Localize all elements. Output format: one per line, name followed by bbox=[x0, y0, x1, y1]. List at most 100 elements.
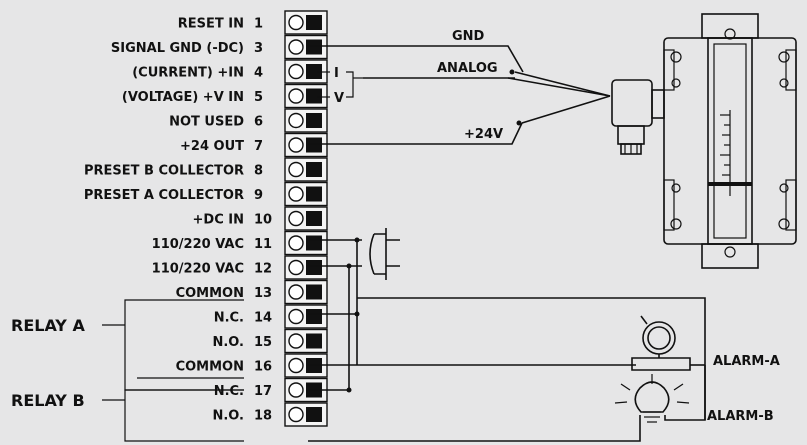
terminal-screw-icon bbox=[288, 284, 304, 300]
terminal-clamp-icon bbox=[306, 186, 322, 202]
terminal-label: N.O. bbox=[212, 335, 244, 350]
terminal-number: 10 bbox=[254, 213, 272, 228]
terminal-clamp-icon bbox=[306, 39, 322, 55]
terminal-clamp-icon bbox=[306, 235, 322, 251]
terminal-screw-icon bbox=[288, 308, 304, 325]
terminal-clamp-icon bbox=[306, 211, 322, 226]
terminal-number: 5 bbox=[254, 90, 263, 105]
terminal-row: COMMON 13 bbox=[176, 279, 328, 305]
terminal-screw-icon bbox=[288, 333, 304, 349]
terminal-clamp-icon bbox=[306, 260, 322, 275]
terminal-screw-icon bbox=[288, 382, 304, 398]
terminal-row: SIGNAL GND (-DC) 3 bbox=[111, 34, 328, 60]
terminal-row: 110/220 VAC 12 bbox=[152, 255, 328, 280]
alarm-bell-icon bbox=[631, 315, 691, 371]
terminal-screw-icon bbox=[288, 88, 304, 104]
terminal-clamp-icon bbox=[306, 162, 322, 177]
terminal-number: 7 bbox=[254, 139, 263, 154]
flow-meter-icon bbox=[611, 13, 797, 269]
terminal-label: COMMON bbox=[176, 360, 244, 375]
current-mode-label: I bbox=[334, 66, 339, 81]
terminal-screw-icon bbox=[288, 14, 304, 31]
alarm-a-label: ALARM-A bbox=[713, 354, 780, 369]
terminal-label: N.O. bbox=[212, 409, 244, 424]
terminal-row: NOT USED 6 bbox=[169, 108, 328, 133]
terminal-row: (VOLTAGE) +V IN 5 bbox=[122, 83, 328, 109]
terminal-clamp-icon bbox=[306, 88, 322, 104]
terminal-screw-icon bbox=[288, 259, 304, 276]
v24-label: +24V bbox=[464, 127, 503, 142]
terminal-number: 14 bbox=[254, 311, 272, 326]
relay-brackets bbox=[102, 299, 244, 442]
analog-label: ANALOG bbox=[437, 61, 498, 76]
terminal-number: 11 bbox=[254, 237, 272, 252]
power-wiring bbox=[308, 228, 400, 390]
terminal-label: NOT USED bbox=[169, 115, 244, 130]
terminal-number: 3 bbox=[254, 41, 263, 56]
terminal-clamp-icon bbox=[306, 15, 322, 30]
terminal-clamp-icon bbox=[306, 113, 322, 128]
terminal-row: N.O. 18 bbox=[212, 402, 328, 427]
terminal-row: +24 OUT 7 bbox=[180, 132, 328, 158]
voltage-mode-label: V bbox=[334, 91, 344, 106]
alarm-b-label: ALARM-B bbox=[707, 409, 774, 424]
terminal-label: (VOLTAGE) +V IN bbox=[122, 90, 244, 105]
terminal-screw-icon bbox=[288, 186, 304, 202]
terminal-row: 110/220 VAC 11 bbox=[152, 230, 328, 256]
terminal-row: N.C. 17 bbox=[214, 377, 328, 403]
terminal-number: 16 bbox=[254, 360, 272, 375]
terminal-row: N.C. 14 bbox=[214, 304, 328, 329]
terminal-number: 6 bbox=[254, 115, 263, 130]
terminal-clamp-icon bbox=[306, 309, 322, 324]
terminal-clamp-icon bbox=[306, 64, 322, 79]
terminal-label: SIGNAL GND (-DC) bbox=[111, 41, 244, 56]
terminal-row: N.O. 15 bbox=[212, 328, 328, 354]
terminal-row: (CURRENT) +IN 4 bbox=[132, 59, 328, 84]
terminal-number: 8 bbox=[254, 164, 263, 179]
alarm-lamp-icon bbox=[614, 374, 690, 423]
terminal-row: COMMON 16 bbox=[176, 353, 328, 378]
terminal-screw-icon bbox=[288, 161, 304, 178]
terminal-label: N.C. bbox=[214, 384, 244, 399]
terminal-number: 17 bbox=[254, 384, 272, 399]
terminal-number: 9 bbox=[254, 188, 263, 203]
terminal-screw-icon bbox=[288, 39, 304, 55]
terminal-label: RESET IN bbox=[178, 17, 244, 32]
gnd-label: GND bbox=[452, 29, 485, 44]
terminal-label: 110/220 VAC bbox=[152, 237, 244, 252]
terminal-label: +DC IN bbox=[193, 213, 244, 228]
terminal-screw-icon bbox=[288, 235, 304, 251]
terminal-label: 110/220 VAC bbox=[152, 262, 244, 277]
terminal-screw-icon bbox=[288, 137, 304, 153]
relay-wiring bbox=[308, 297, 706, 442]
terminal-row: RESET IN 1 bbox=[178, 10, 328, 35]
terminal-number: 13 bbox=[254, 286, 272, 301]
terminal-screw-icon bbox=[288, 406, 304, 423]
terminal-screw-icon bbox=[288, 210, 304, 227]
relay-a-label: RELAY A bbox=[11, 316, 85, 335]
terminal-label: +24 OUT bbox=[180, 139, 244, 154]
relay-b-label: RELAY B bbox=[11, 391, 85, 410]
terminal-label: PRESET B COLLECTOR bbox=[84, 164, 244, 179]
terminal-clamp-icon bbox=[306, 137, 322, 153]
terminal-number: 18 bbox=[254, 409, 272, 424]
terminal-number: 12 bbox=[254, 262, 272, 277]
sensor-wiring bbox=[308, 45, 611, 145]
terminal-screw-icon bbox=[288, 63, 304, 80]
terminal-row: PRESET B COLLECTOR 8 bbox=[84, 157, 328, 182]
terminal-clamp-icon bbox=[306, 333, 322, 349]
terminal-label: COMMON bbox=[176, 286, 244, 301]
terminal-label: N.C. bbox=[214, 311, 244, 326]
terminal-screw-icon bbox=[288, 357, 304, 374]
terminal-number: 15 bbox=[254, 335, 272, 350]
terminal-label: (CURRENT) +IN bbox=[132, 66, 244, 81]
terminal-screw-icon bbox=[288, 112, 304, 129]
terminal-clamp-icon bbox=[306, 284, 322, 300]
terminal-number: 4 bbox=[254, 66, 263, 81]
terminal-row: +DC IN 10 bbox=[193, 206, 328, 231]
terminal-number: 1 bbox=[254, 17, 263, 32]
terminal-clamp-icon bbox=[306, 407, 322, 422]
